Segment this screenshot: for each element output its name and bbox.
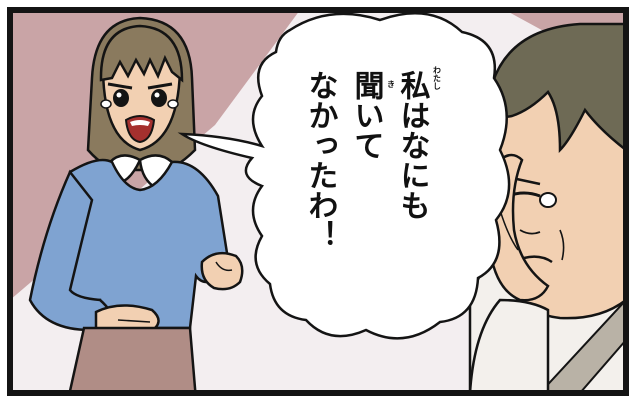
girl-character xyxy=(28,16,244,393)
teardrop-icon xyxy=(167,99,179,109)
panel-border xyxy=(7,7,629,396)
older-woman-character xyxy=(468,22,626,393)
speech-line-2: 聞いて xyxy=(349,70,384,160)
speech-line-3: なかったわ！ xyxy=(303,70,338,250)
teardrop-icon xyxy=(100,99,112,109)
furigana-ki: き xyxy=(387,80,396,88)
speech-bubble xyxy=(177,12,511,340)
teardrop-icon xyxy=(539,192,557,208)
furigana-watashi: わたし xyxy=(433,66,442,90)
speech-line-1: 私はなにも xyxy=(395,70,431,220)
